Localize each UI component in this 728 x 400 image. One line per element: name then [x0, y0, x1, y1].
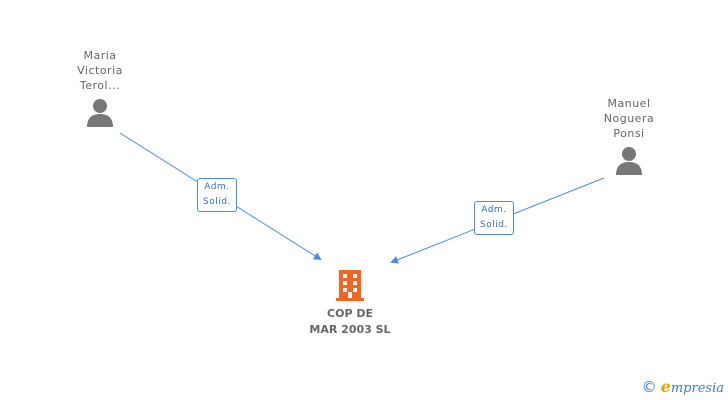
- person-icon: [87, 99, 113, 127]
- person-node-manuel[interactable]: Manuel Noguera Ponsi: [589, 96, 669, 175]
- person-icon: [616, 147, 642, 175]
- copyright-icon: ©: [641, 377, 657, 396]
- company-node[interactable]: COP DE MAR 2003 SL: [300, 268, 400, 338]
- company-name: COP DE: [327, 307, 373, 320]
- role-label-adm-solid: Adm. Solid.: [474, 201, 514, 235]
- brand-logo: empresia: [660, 377, 724, 396]
- person-name: Maria Victoria Terol...: [77, 49, 123, 92]
- footer-brand[interactable]: © empresia: [642, 377, 724, 396]
- company-name: MAR 2003 SL: [309, 323, 391, 336]
- building-icon: [336, 270, 364, 301]
- role-label-adm-solid: Adm. Solid.: [197, 178, 237, 212]
- person-name: Manuel Noguera Ponsi: [603, 97, 655, 140]
- person-node-maria[interactable]: Maria Victoria Terol...: [60, 48, 140, 127]
